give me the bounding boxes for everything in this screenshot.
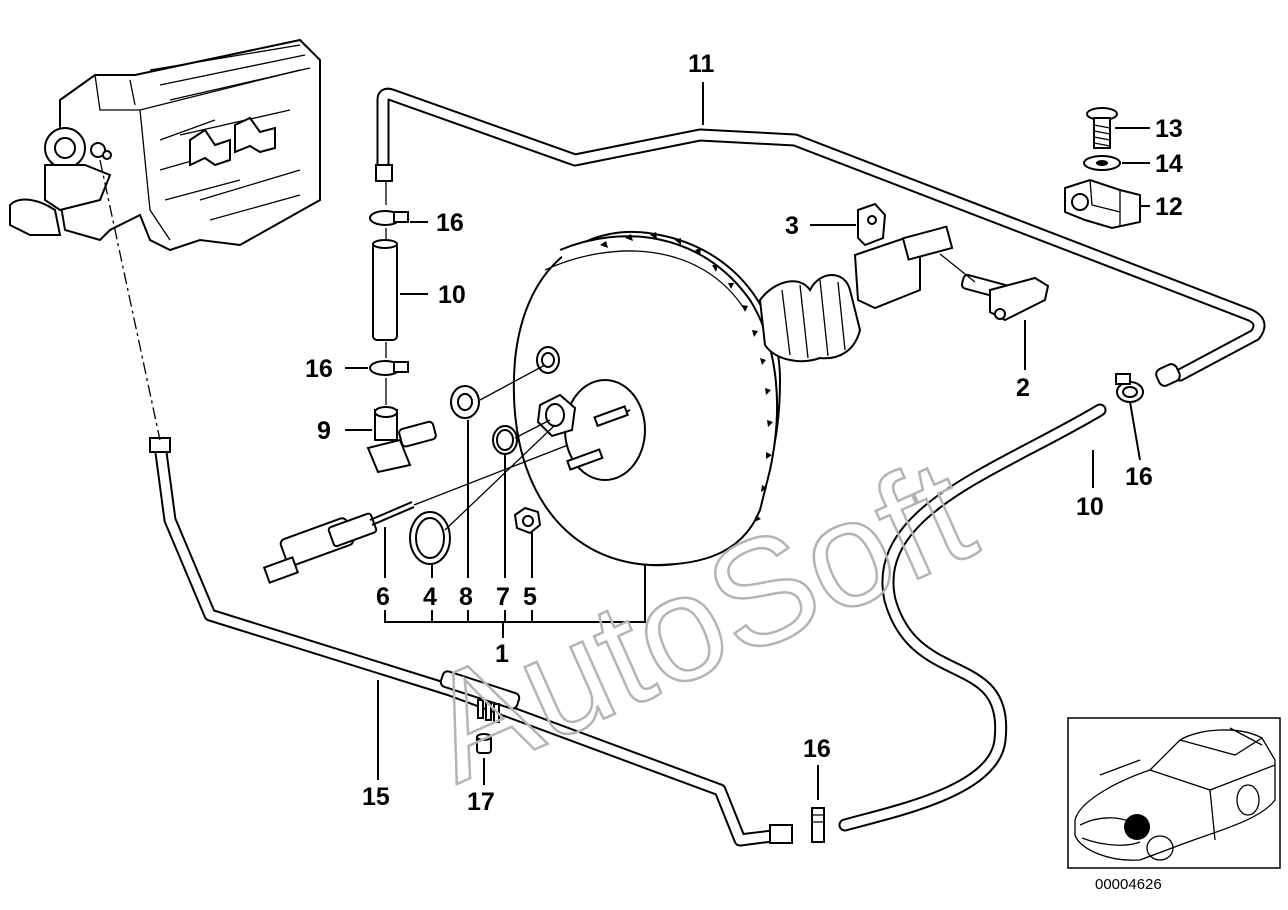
nut-5 [513, 506, 542, 535]
car-outline-icon [1074, 727, 1276, 861]
guide-lines [99, 159, 976, 531]
callout-10-short: 10 [438, 281, 466, 309]
clamp-16-right [1115, 373, 1144, 403]
callout-3: 3 [785, 212, 799, 240]
location-marker-dot [1124, 814, 1150, 840]
vacuum-hose-11 [375, 87, 1266, 387]
callout-10-long: 10 [1076, 493, 1104, 521]
callout-9: 9 [317, 417, 331, 445]
clamp-16-lower [369, 360, 409, 376]
bracket-3 [857, 202, 887, 247]
callout-12: 12 [1155, 193, 1183, 221]
grommet-8 [450, 385, 480, 419]
hose-10-short [372, 239, 398, 341]
callout-8: 8 [459, 583, 473, 611]
gasket-4 [409, 511, 451, 565]
callout-6: 6 [376, 583, 390, 611]
callout-15: 15 [362, 783, 390, 811]
callout-numbers: 11 13 14 12 3 16 10 16 9 2 16 10 6 4 8 7… [305, 50, 1183, 816]
engine-illustration [9, 38, 321, 252]
bolt-13 [1086, 107, 1118, 149]
bracket-12 [1064, 178, 1141, 230]
vehicle-location-inset [1067, 717, 1281, 869]
booster-bellows [758, 274, 862, 363]
clamp-16-upper [369, 210, 409, 226]
cap-17 [476, 733, 492, 754]
callout-14: 14 [1155, 150, 1183, 178]
seal-7 [492, 425, 518, 455]
callout-1: 1 [495, 640, 509, 668]
callout-5: 5 [523, 583, 537, 611]
vacuum-pipe-15 [149, 437, 793, 847]
washer-14 [1083, 155, 1121, 171]
callout-4: 4 [423, 583, 437, 611]
callout-13: 13 [1155, 115, 1183, 143]
callout-7: 7 [496, 583, 510, 611]
vacuum-sensor-6 [262, 501, 415, 584]
callout-2: 2 [1016, 374, 1030, 402]
leader-lines [345, 82, 1150, 800]
callout-16-upper: 16 [436, 209, 464, 237]
clamp-16-bottom [811, 807, 825, 843]
vacuum-hose-10-long [838, 403, 1107, 832]
brake-booster-1 [512, 225, 954, 567]
callout-16-bottom: 16 [803, 735, 831, 763]
callout-16-right: 16 [1125, 463, 1153, 491]
callout-16-lower: 16 [305, 355, 333, 383]
drawing-number: 00004626 [1095, 876, 1162, 893]
callout-17: 17 [467, 788, 495, 816]
callout-11: 11 [688, 50, 715, 78]
check-valve-9 [366, 406, 437, 474]
